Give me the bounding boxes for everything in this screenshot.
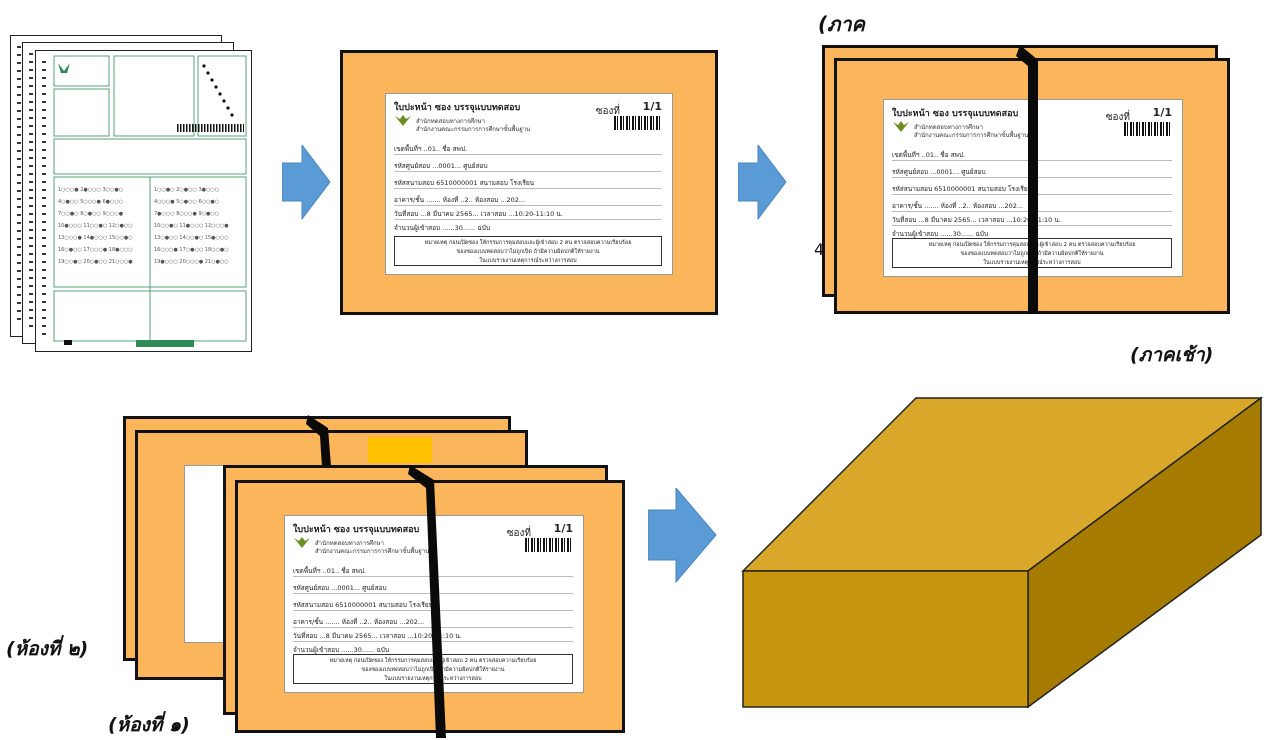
- envelope-label-title: ใบปะหน้า ซอง บรรจุแบบทดสอบ: [394, 103, 521, 113]
- emblem-icon: [294, 537, 310, 548]
- row-count: จำนวนผู้เข้าสอบ ......30...... ฉบับ: [892, 230, 988, 238]
- envelope-no-label: ซองที่: [595, 106, 620, 117]
- svg-text:19○○●○ 20○●○○ 21○○○●: 19○○●○ 20○●○○ 21○○○●: [58, 259, 133, 265]
- svg-text:1○○○● 2●○○○ 3○○●○: 1○○○● 2●○○○ 3○○●○: [58, 187, 123, 193]
- row-center: รหัสศูนย์สอบ ...0001... ศูนย์สอบ: [394, 161, 662, 172]
- envelope-no-value: 1/1: [1152, 106, 1172, 119]
- row-count: จำนวนผู้เข้าสอบ ......30...... ฉบับ: [394, 224, 490, 232]
- barcode-icon: [614, 116, 662, 130]
- note-line2: ของซองแบบทดสอบว่าไม่ถูกเปิด ถ้ามีความผิด…: [361, 667, 505, 673]
- stray-digit: 4: [814, 240, 825, 259]
- envelope-label: ใบปะหน้า ซอง บรรจุแบบทดสอบ สำนักทดสอบทาง…: [385, 93, 673, 275]
- envelope-no-label: ซองที่: [1105, 112, 1130, 123]
- svg-text:19●○○○ 20○○○● 21○●○○: 19●○○○ 20○○○● 21○●○○: [154, 259, 229, 265]
- tape-patch: [368, 437, 432, 463]
- envelope-agency-line2: สำนักงานคณะกรรมการการศึกษาขั้นพื้นฐาน: [914, 132, 1029, 139]
- row-count: จำนวนผู้เข้าสอบ ......30...... ฉบับ: [293, 646, 389, 654]
- svg-text:4○●○○ 5○○○● 6●○○○: 4○●○○ 5○○○● 6●○○○: [58, 199, 123, 205]
- barcode-icon: [1124, 122, 1172, 136]
- svg-text:10●○○○ 11○○●○ 12○●○○: 10●○○○ 11○○●○ 12○●○○: [58, 223, 133, 229]
- emblem-icon: [395, 115, 411, 126]
- note-line1: หมายเหตุ ก่อนเปิดซอง ให้กรรมการคุมสอบและ…: [424, 240, 632, 246]
- envelope-note: หมายเหตุ ก่อนเปิดซอง ให้กรรมการคุมสอบและ…: [394, 236, 662, 266]
- envelope-label-title: ใบปะหน้า ซอง บรรจุแบบทดสอบ: [293, 525, 420, 535]
- envelope-no-value: 1/1: [642, 100, 662, 113]
- caption-room-2: (ห้องที่ ๒): [6, 638, 89, 660]
- note-line2: ของซองแบบทดสอบว่าไม่ถูกเปิด ถ้ามีความผิด…: [456, 249, 600, 255]
- envelope-label-title: ใบปะหน้า ซอง บรรจุแบบทดสอบ: [892, 109, 1019, 119]
- envelope-agency-line1: สำนักทดสอบทางการศึกษา: [914, 124, 983, 131]
- envelope-no-label: ซองที่: [506, 528, 531, 539]
- svg-text:13○○○● 14●○○○ 15○○●○: 13○○○● 14●○○○ 15○○●○: [58, 235, 133, 241]
- svg-text:13○●○○ 14○○●○ 15●○○○: 13○●○○ 14○○●○ 15●○○○: [154, 235, 229, 241]
- strap: [1016, 45, 1038, 314]
- svg-text:4○○○● 5○●○○ 6○○●○: 4○○○● 5○●○○ 6○○●○: [154, 199, 219, 205]
- svg-text:7●○○○ 8○○○● 9○●○○: 7●○○○ 8○○○● 9○●○○: [154, 211, 219, 217]
- row-date: วันที่สอบ ...8 มีนาคม 2565... เวลาสอบ ..…: [394, 209, 662, 220]
- arrow-right-icon: [282, 145, 331, 220]
- caption-room-1: (ห้องที่ ๑): [108, 714, 190, 736]
- caption-partial: (ภาค: [818, 12, 865, 36]
- note-line3: ในแบบรายงานเหตุการณ์ระหว่างการสอบ: [479, 258, 577, 264]
- svg-text:16○●○○ 17○○○● 18●○○○: 16○●○○ 17○○○● 18●○○○: [58, 247, 133, 253]
- svg-text:16○○○● 17○●○○ 18○○●○: 16○○○● 17○●○○ 18○○●○: [154, 247, 229, 253]
- answer-sheet-content: 1○○○● 2●○○○ 3○○●○ 4○●○○ 5○○○● 6●○○○ 7○○●…: [53, 55, 247, 347]
- emblem-icon: [893, 121, 909, 132]
- answer-sheet-front: 1○○○● 2●○○○ 3○○●○ 4○●○○ 5○○○● 6●○○○ 7○○●…: [35, 50, 252, 352]
- strap: [408, 465, 446, 738]
- row-region: เขตพื้นที่ฯ ..01.. ชื่อ สพป.: [394, 144, 662, 155]
- envelope-no-value: 1/1: [553, 522, 573, 535]
- envelope-agency-line2: สำนักงานคณะกรรมการการศึกษาขั้นพื้นฐาน: [315, 548, 430, 555]
- row-school: รหัสสนามสอบ 6510000001 สนามสอบ โรงเรียน: [394, 178, 662, 189]
- arrow-right-icon: [648, 488, 717, 583]
- exam-envelope: ใบปะหน้า ซอง บรรจุแบบทดสอบ สำนักทดสอบทาง…: [340, 50, 718, 315]
- envelope-agency-line2: สำนักงานคณะกรรมการการศึกษาขั้นพื้นฐาน: [416, 126, 531, 133]
- svg-text:1○○●○ 2○●○○ 3●○○○: 1○○●○ 2○●○○ 3●○○○: [154, 187, 219, 193]
- note-line3: ในแบบรายงานเหตุการณ์ระหว่างการสอบ: [384, 676, 482, 682]
- row-room: อาคาร/ชั้น ....... ห้องที่ ..2.. ห้องสอบ…: [394, 195, 662, 206]
- envelope-agency-line1: สำนักทดสอบทางการศึกษา: [416, 118, 485, 125]
- svg-text:10○○●○ 11●○○○ 12○○○●: 10○○●○ 11●○○○ 12○○○●: [154, 223, 229, 229]
- svg-text:7○○●○ 8○●○○ 9○○○●: 7○○●○ 8○●○○ 9○○○●: [58, 211, 124, 217]
- arrow-right-icon: [738, 145, 787, 220]
- storage-box-icon: [741, 396, 1264, 709]
- caption-morning: (ภาคเช้า): [1130, 344, 1214, 366]
- barcode-icon: [525, 538, 573, 552]
- envelope-agency-line1: สำนักทดสอบทางการศึกษา: [315, 540, 384, 547]
